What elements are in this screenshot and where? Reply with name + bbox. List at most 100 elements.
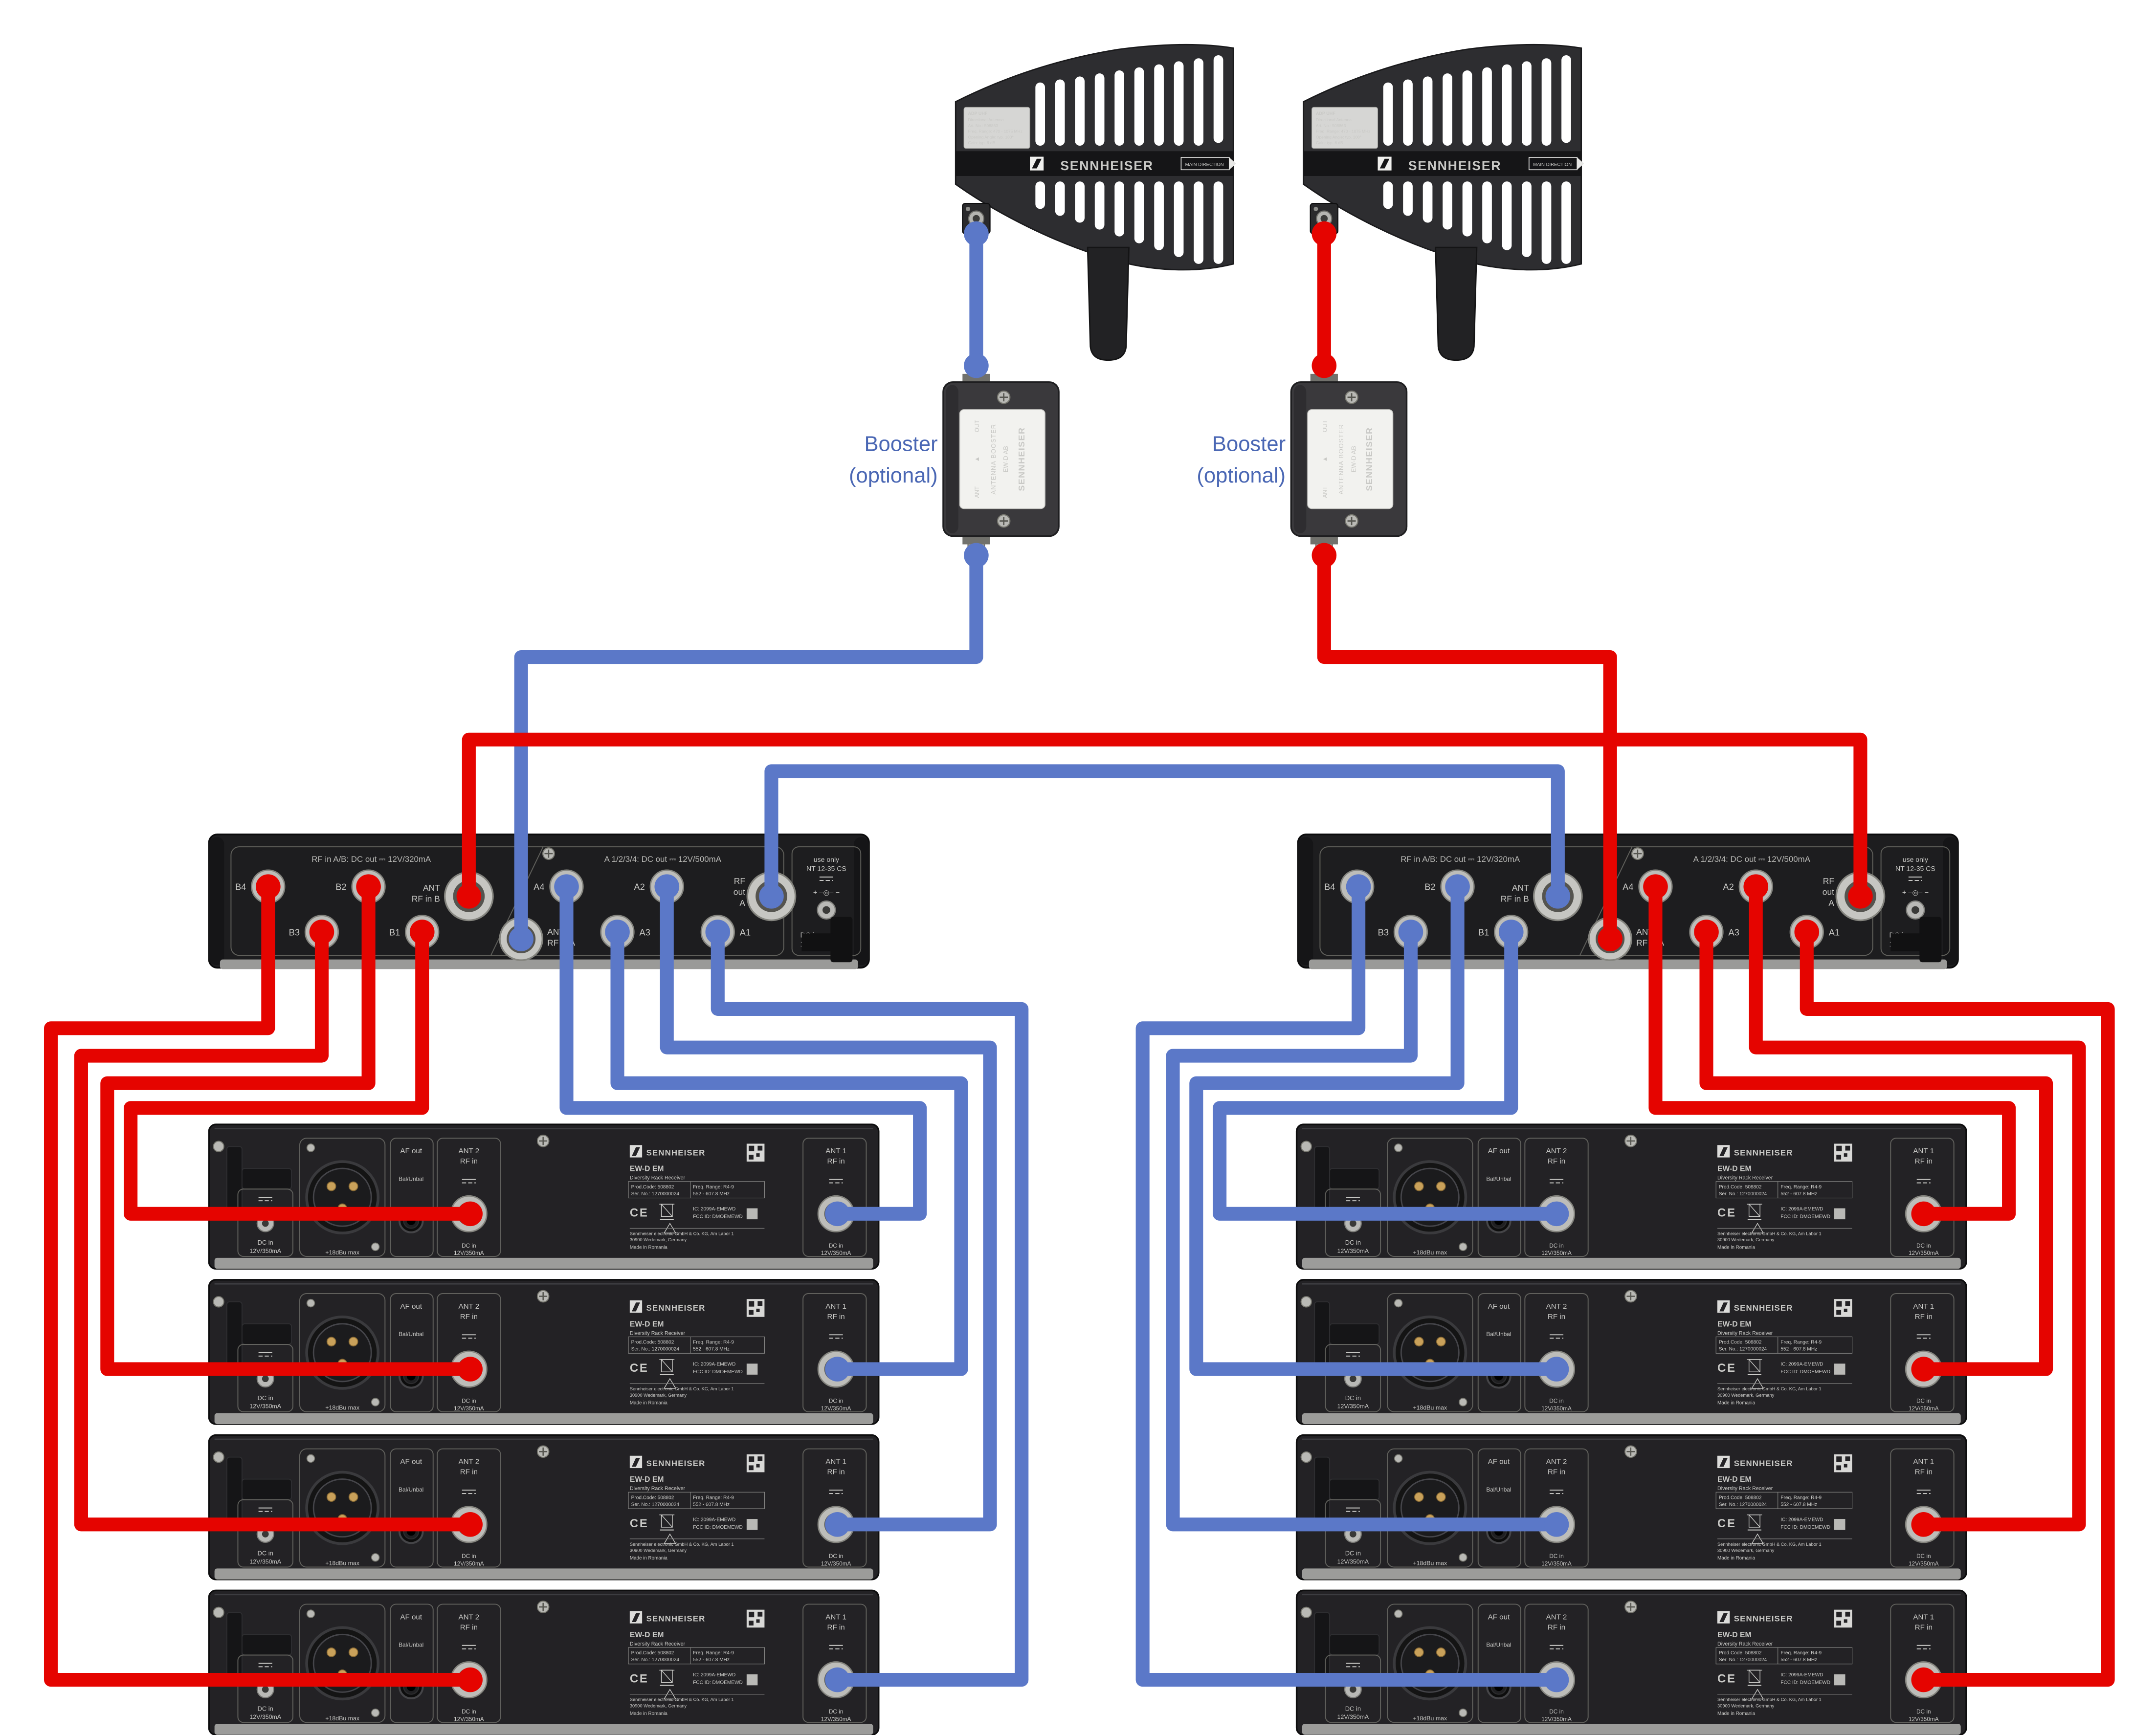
screw-icon	[1394, 1298, 1403, 1308]
cert-box-icon	[1834, 1208, 1845, 1220]
svg-text:Opening Angle: typ. 100°: Opening Angle: typ. 100°	[1316, 134, 1361, 139]
cable-splitter-right-a3-to-receiver-6-ant1-plug	[1694, 920, 1719, 944]
receiver-ratings-plate: SENNHEISER EW-D EM Diversity Rack Receiv…	[1715, 1454, 1853, 1561]
receiver-ratings-plate: SENNHEISER EW-D EM Diversity Rack Receiv…	[1715, 1143, 1853, 1251]
svg-text:Art. No.: 508863: Art. No.: 508863	[968, 123, 999, 128]
antenna-right: SENNHEISER MAIN DIRECTION ADP UHF Direct…	[1303, 44, 1584, 361]
svg-text:DC in: DC in	[258, 1239, 273, 1246]
receiver-prod-code: Prod.Code: 508802	[1719, 1650, 1762, 1656]
svg-text:12V/350mA: 12V/350mA	[1337, 1713, 1369, 1720]
ce-mark: CE	[630, 1206, 649, 1219]
svg-text:DC in: DC in	[829, 1553, 843, 1559]
receiver-origin: Made in Romania	[1717, 1711, 1756, 1716]
receiver-model: EW-D EM	[1717, 1631, 1752, 1639]
main-direction-label: MAIN DIRECTION	[1533, 162, 1572, 167]
label-a1: A1	[740, 927, 751, 937]
svg-text:RF in: RF in	[1915, 1157, 1933, 1165]
svg-text:12V/350mA: 12V/350mA	[1541, 1715, 1572, 1722]
svg-text:Gain: typ. 6 dB: Gain: typ. 6 dB	[968, 140, 996, 145]
cable-splitter-left-rf-out-a-to-splitter-right-ant-rf-in-b	[759, 764, 1571, 909]
weee-bin-icon	[659, 1669, 675, 1686]
receiver-type: Diversity Rack Receiver	[1717, 1641, 1773, 1647]
svg-text:Freq. Range: 470 - 1075 MHz: Freq. Range: 470 - 1075 MHz	[1316, 129, 1370, 134]
svg-text:DC in: DC in	[1916, 1242, 1931, 1249]
dc-symbol-icon	[1916, 1645, 1931, 1649]
cable-splitter-left-a4-to-receiver-1-ant1-plug	[825, 1201, 850, 1227]
cert-box-icon	[1834, 1674, 1845, 1686]
svg-text:RF in: RF in	[460, 1313, 478, 1321]
main-direction-label: MAIN DIRECTION	[1185, 162, 1224, 167]
svg-text:DC in: DC in	[1345, 1550, 1361, 1557]
label-rf-out-2: out	[1823, 887, 1834, 897]
receiver-4: + –◎– − DC in 12V/350mA +18dBu max	[208, 1589, 880, 1735]
svg-text:RF in: RF in	[1915, 1313, 1933, 1321]
label-b3: B3	[289, 927, 300, 937]
svg-text:DC in: DC in	[1549, 1242, 1563, 1249]
screw-icon	[213, 1141, 224, 1152]
receiver-ratings-plate: SENNHEISER EW-D EM Diversity Rack Receiv…	[628, 1454, 765, 1561]
dc-symbol-icon	[1549, 1334, 1564, 1339]
receiver-brand: SENNHEISER	[646, 1303, 706, 1313]
xlr-max-label: +18dBu max	[325, 1715, 360, 1722]
label-ant-b-2: RF in B	[412, 894, 440, 904]
booster-model-label: EW-D AB	[1350, 446, 1357, 472]
cable-booster-right-to-splitter-right-ant-rf-in-a-plug	[1598, 926, 1623, 951]
cable-splitter-left-a4-to-receiver-1-ant1	[554, 874, 927, 1227]
antenna-slots-upper	[1035, 55, 1223, 146]
screw-icon	[213, 1451, 224, 1463]
splitter-a-section-caption: A 1/2/3/4: DC out ⎓ 12V/500mA	[604, 855, 722, 864]
receiver-model: EW-D EM	[1717, 1475, 1752, 1484]
label-a3: A3	[1729, 927, 1739, 937]
receiver-fcc: FCC ID: DMOEMEWD	[693, 1369, 743, 1375]
dc-symbol-icon	[829, 1645, 843, 1649]
cable-splitter-right-b4-to-receiver-8-ant2-plug	[1346, 874, 1371, 899]
svg-text:DC in: DC in	[1549, 1397, 1563, 1404]
svg-text:RF in: RF in	[1548, 1157, 1565, 1165]
cable-splitter-left-b4-to-receiver-4-ant2-plug	[458, 1667, 483, 1692]
cable-splitter-right-a1-to-receiver-8-ant1-plug	[1794, 920, 1820, 944]
antenna-slots-upper	[1383, 55, 1571, 146]
cable-booster-right-to-splitter-right-ant-rf-in-a-plug	[1311, 543, 1337, 568]
label-b1: B1	[389, 927, 400, 937]
receiver-address2: 30900 Wedemark, Germany	[630, 1237, 687, 1242]
receiver-brand: SENNHEISER	[646, 1148, 706, 1157]
receiver-address1: Sennheiser electronic GmbH & Co. KG, Am …	[1717, 1542, 1822, 1547]
cable-splitter-right-b2-to-receiver-6-ant2-plug	[1544, 1357, 1569, 1382]
receiver-ic: IC: 2099A-EMEWD	[1780, 1672, 1823, 1678]
svg-text:Directional Antenna: Directional Antenna	[968, 117, 1004, 122]
booster-label: ▲ ANT OUT ANTENNA BOOSTER EW-D AB SENNHE…	[959, 409, 1045, 509]
screw-icon	[306, 1609, 315, 1618]
svg-text:12V/350mA: 12V/350mA	[1337, 1403, 1369, 1410]
dc-symbol-icon	[1916, 1334, 1931, 1339]
cert-box-icon	[746, 1519, 758, 1530]
receiver-address2: 30900 Wedemark, Germany	[630, 1393, 687, 1398]
svg-text:12V/350mA: 12V/350mA	[1909, 1250, 1939, 1256]
receiver-address2: 30900 Wedemark, Germany	[1717, 1703, 1775, 1708]
receiver-8: + –◎– − DC in 12V/350mA +18dBu max	[1295, 1589, 1967, 1735]
receiver-prod-code: Prod.Code: 508802	[631, 1340, 674, 1345]
dc-symbol-icon	[462, 1645, 476, 1649]
antenna-brand: SENNHEISER	[1060, 158, 1153, 173]
svg-text:Freq. Range: 470 - 1075 MHz: Freq. Range: 470 - 1075 MHz	[968, 129, 1022, 134]
ce-mark: CE	[630, 1517, 649, 1530]
dc-symbol-icon	[1346, 1352, 1360, 1357]
svg-text:DC in: DC in	[1916, 1553, 1931, 1559]
svg-text:ANT 1: ANT 1	[825, 1302, 846, 1311]
svg-text:ANT 2: ANT 2	[1546, 1147, 1567, 1155]
svg-text:DC in: DC in	[1345, 1239, 1361, 1246]
cable-antenna-right-to-booster-right-plug	[1311, 353, 1337, 378]
cable-splitter-right-a1-to-receiver-8-ant1	[1794, 920, 2115, 1692]
cable-splitter-left-b4-to-receiver-4-ant2	[44, 874, 483, 1692]
svg-text:RF in: RF in	[827, 1468, 845, 1476]
ce-mark: CE	[630, 1672, 649, 1686]
receiver-origin: Made in Romania	[630, 1556, 668, 1561]
receiver-freq-range: Freq. Range: R4-9	[693, 1495, 734, 1500]
receiver-freq-mhz: 552 - 607.8 MHz	[1780, 1191, 1817, 1197]
receiver-brand: SENNHEISER	[1734, 1614, 1793, 1624]
receiver-origin: Made in Romania	[1717, 1245, 1756, 1251]
svg-text:DC in: DC in	[1345, 1394, 1361, 1402]
receiver-brand: SENNHEISER	[1734, 1459, 1793, 1468]
cable-splitter-left-b3-to-receiver-3-ant2-plug	[458, 1512, 483, 1537]
svg-text:DC in: DC in	[258, 1705, 273, 1712]
receiver-address2: 30900 Wedemark, Germany	[1717, 1393, 1775, 1398]
